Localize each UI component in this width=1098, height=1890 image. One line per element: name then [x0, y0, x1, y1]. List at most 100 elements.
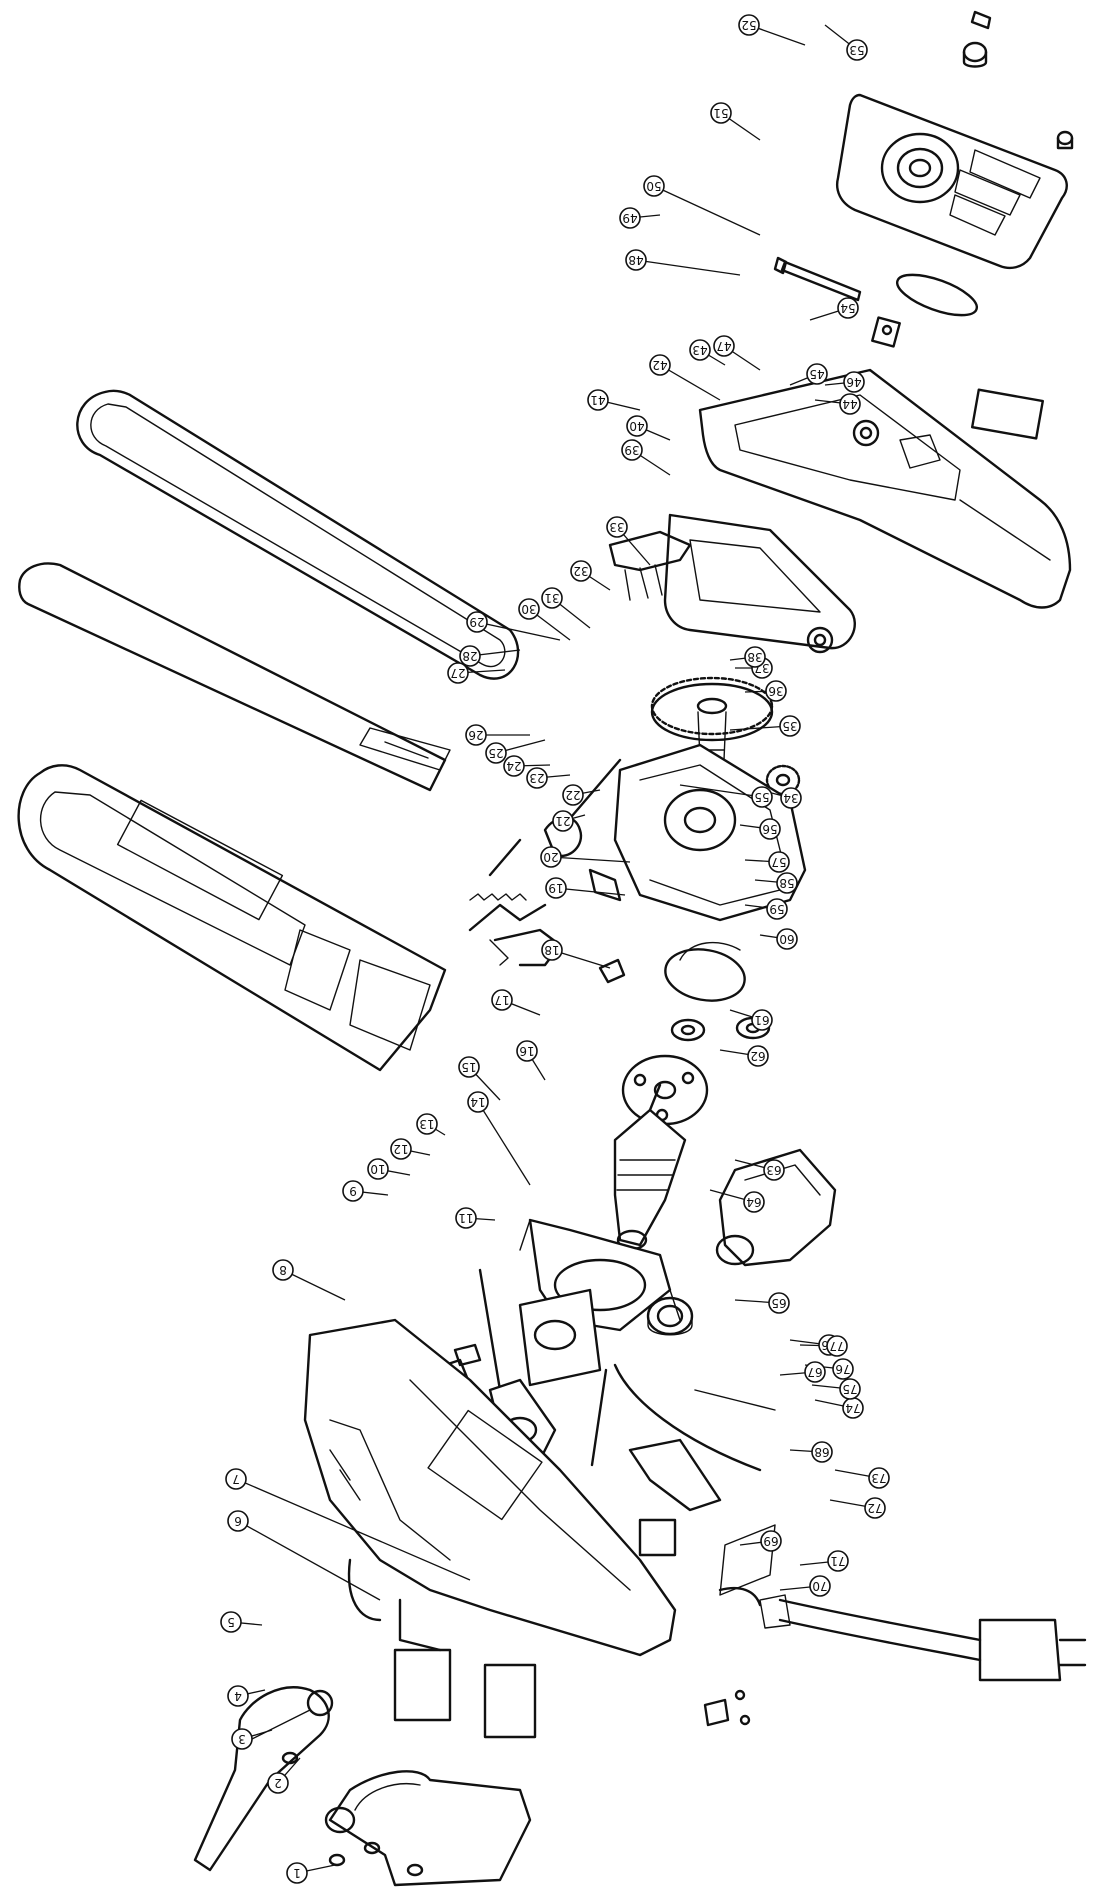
callout-bubble: [826, 1335, 848, 1357]
callout-48: 48: [625, 249, 647, 271]
callout-number: 28: [462, 649, 477, 663]
callout-45: 45: [806, 363, 828, 385]
callout-bubble: [766, 898, 788, 920]
callout-number: 29: [469, 615, 484, 629]
callout-46: 46: [843, 371, 865, 393]
rear-handle: [193, 1686, 334, 1872]
callout-77: 77: [826, 1335, 848, 1357]
callout-bubble: [545, 877, 567, 899]
callout-number: 55: [754, 790, 769, 804]
bolt: [773, 256, 862, 302]
callout-4: 4: [227, 1685, 249, 1707]
callout-bubble: [516, 1040, 538, 1062]
label-sheet-7: [483, 1663, 537, 1739]
callout-69: 69: [760, 1530, 782, 1552]
bar-cover: [17, 764, 447, 1072]
callout-number: 57: [771, 855, 786, 869]
callout-number: 12: [393, 1142, 408, 1156]
callout-number: 36: [768, 684, 783, 698]
callout-number: 40: [629, 419, 644, 433]
callout-number: 10: [370, 1162, 385, 1176]
callout-bubble: [541, 939, 563, 961]
callout-number: 33: [609, 520, 624, 534]
callout-bubble: [806, 363, 828, 385]
callout-number: 67: [807, 1365, 822, 1379]
callout-bubble: [447, 662, 469, 684]
saw-chain: [76, 389, 520, 680]
callout-bubble: [751, 1009, 773, 1031]
side-housing: [698, 368, 1072, 609]
long-screw-right: [590, 1368, 608, 1467]
callout-number: 7: [232, 1472, 240, 1486]
callout-number: 70: [812, 1579, 827, 1593]
callout-16: 16: [516, 1040, 538, 1062]
callout-number: 41: [590, 393, 605, 407]
callout-number: 69: [763, 1534, 778, 1548]
callout-number: 75: [842, 1382, 857, 1396]
callout-9: 9: [342, 1180, 364, 1202]
callout-number: 8: [279, 1263, 287, 1277]
callout-bubble: [342, 1180, 364, 1202]
callout-number: 54: [840, 301, 855, 315]
callout-bubble: [587, 389, 609, 411]
callout-number: 1: [293, 1866, 301, 1880]
callout-26: 26: [465, 724, 487, 746]
callout-59: 59: [766, 898, 788, 920]
fan-wheel: [621, 1054, 709, 1126]
callout-44: 44: [839, 393, 861, 415]
callout-56: 56: [759, 818, 781, 840]
callout-40: 40: [626, 415, 648, 437]
callout-bubble: [491, 989, 513, 1011]
callout-bubble: [804, 1361, 826, 1383]
callout-76: 76: [832, 1358, 854, 1380]
long-screw-left: [478, 1268, 502, 1392]
callout-19: 19: [545, 877, 567, 899]
oval-pad: [896, 273, 978, 317]
callout-68: 68: [811, 1441, 833, 1463]
callout-number: 42: [652, 358, 667, 372]
callout-bubble: [621, 439, 643, 461]
callout-bubble: [837, 297, 859, 319]
callout-bubble: [625, 249, 647, 271]
callout-10: 10: [367, 1158, 389, 1180]
callout-25: 25: [485, 742, 507, 764]
callout-number: 51: [713, 106, 728, 120]
callout-number: 46: [846, 375, 861, 389]
callout-bubble: [467, 1091, 489, 1113]
callout-74: 74: [842, 1397, 864, 1419]
callout-number: 53: [849, 43, 864, 57]
callout-28: 28: [459, 645, 481, 667]
callout-bubble: [227, 1685, 249, 1707]
callout-bubble: [231, 1728, 253, 1750]
chain-guard-plate: [663, 513, 856, 654]
callout-number: 17: [494, 993, 509, 1007]
callout-bubble: [763, 1159, 785, 1181]
callout-bubble: [832, 1358, 854, 1380]
callout-70: 70: [809, 1575, 831, 1597]
trigger-lever: [628, 1438, 722, 1512]
callout-bubble: [220, 1611, 242, 1633]
callout-bubble: [811, 1441, 833, 1463]
callout-bubble: [541, 587, 563, 609]
callout-75: 75: [839, 1378, 861, 1400]
callout-52: 52: [738, 14, 760, 36]
callout-number: 19: [548, 881, 563, 895]
callout-bubble: [843, 371, 865, 393]
callout-bubble: [626, 415, 648, 437]
handle-base: [324, 1770, 532, 1887]
leader-line-7: [235, 1478, 471, 1581]
callout-29: 29: [466, 611, 488, 633]
callout-bubble: [619, 207, 641, 229]
brake-band: [664, 941, 746, 1002]
callout-72: 72: [864, 1497, 886, 1519]
callout-47: 47: [713, 335, 735, 357]
callout-1: 1: [286, 1862, 308, 1884]
callout-bubble: [768, 851, 790, 873]
callout-bubble: [744, 646, 766, 668]
callout-number: 60: [779, 932, 794, 946]
callout-17: 17: [491, 989, 513, 1011]
callout-number: 13: [419, 1117, 434, 1131]
callout-58: 58: [776, 872, 798, 894]
callout-number: 63: [766, 1163, 781, 1177]
callout-24: 24: [503, 755, 525, 777]
